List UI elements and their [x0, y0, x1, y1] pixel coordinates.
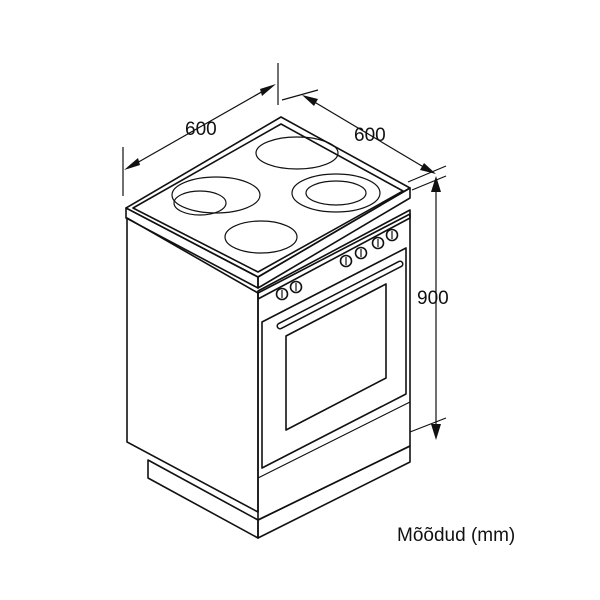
- control-knobs: [275, 228, 399, 301]
- height-arrow-top: [431, 176, 441, 192]
- depth-extension-front: [407, 165, 447, 183]
- width-arrow-left: [124, 158, 140, 170]
- knob-2[interactable]: [289, 280, 303, 294]
- depth-extension-back: [281, 89, 319, 101]
- knob-3[interactable]: [339, 254, 353, 268]
- oven-door-window: [285, 283, 387, 431]
- depth-dimension: 600: [281, 89, 447, 183]
- plinth-front: [257, 445, 411, 539]
- cooktop-rim-left: [125, 207, 259, 289]
- height-dimension: 900: [409, 175, 449, 440]
- width-dimension: 600: [122, 63, 279, 196]
- zone-front-center: [224, 220, 298, 254]
- depth-dimension-line: [305, 96, 433, 173]
- width-arrow-right: [260, 84, 276, 96]
- cooktop-glass: [132, 123, 404, 273]
- height-label: 900: [417, 288, 449, 309]
- knob-6[interactable]: [385, 228, 399, 242]
- drawer-top-edge: [257, 401, 411, 479]
- depth-arrow-back: [302, 95, 318, 106]
- zone-left-outer: [171, 176, 261, 214]
- depth-arrow-front: [420, 163, 436, 174]
- zone-back-center: [255, 136, 339, 170]
- zone-left-inner: [173, 190, 227, 216]
- height-arrow-bottom: [431, 424, 441, 440]
- cooking-zones: [171, 136, 381, 254]
- control-strip: [257, 209, 411, 300]
- depth-label: 600: [354, 125, 386, 146]
- cooker-front-panel: [257, 213, 411, 521]
- knob-4[interactable]: [354, 246, 368, 260]
- knob-1[interactable]: [275, 287, 289, 301]
- zone-right-inner: [305, 180, 367, 206]
- height-extension-top: [411, 175, 447, 191]
- oven-handle[interactable]: [276, 260, 404, 330]
- cooktop-rim-front: [257, 187, 411, 289]
- knob-5[interactable]: [371, 236, 385, 250]
- height-extension-bottom: [409, 417, 447, 433]
- width-dimension-line: [127, 85, 273, 169]
- oven-door[interactable]: [261, 247, 407, 469]
- cooker: [125, 116, 411, 539]
- zone-right-outer: [291, 173, 381, 213]
- width-label: 600: [185, 119, 217, 140]
- dimensions-caption: Mõõdud (mm): [397, 525, 515, 546]
- plinth-side: [147, 459, 259, 539]
